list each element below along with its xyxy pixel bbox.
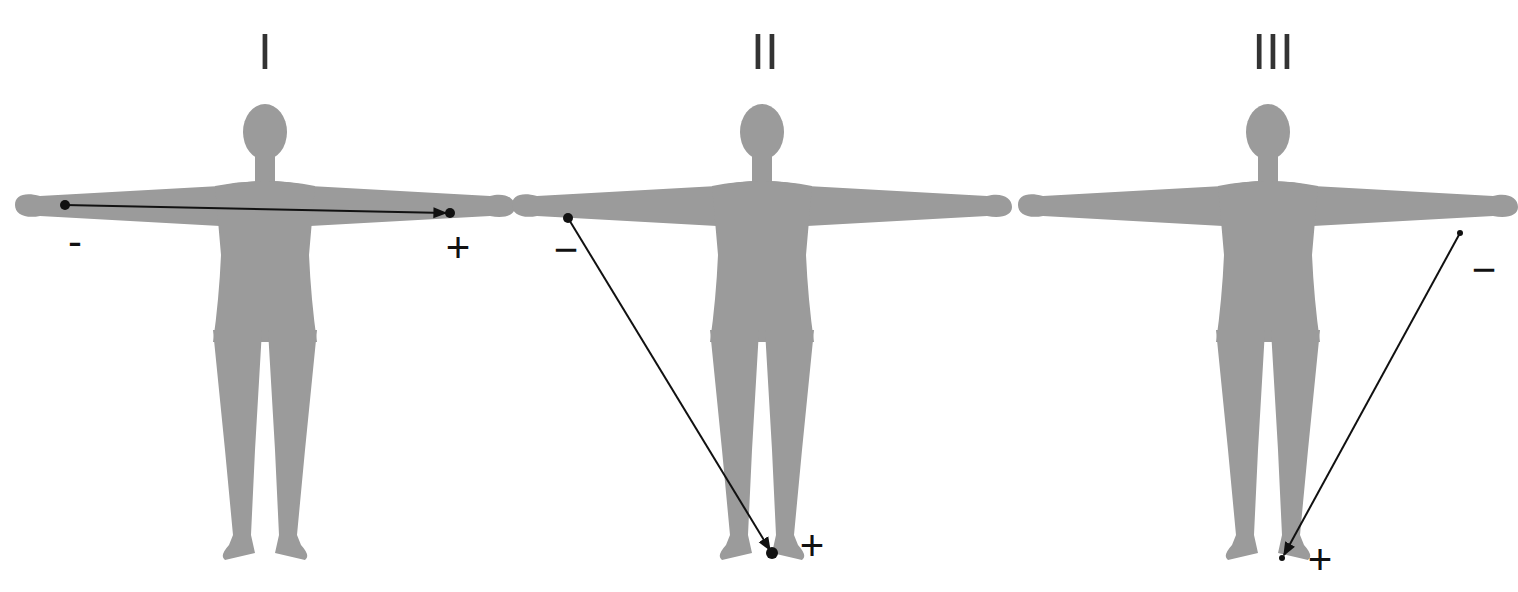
polarity-sign: + [446,227,471,269]
polarity-sign: + [800,525,825,567]
lead-title: III [1252,27,1294,77]
polarity-sign: - [68,221,82,263]
lead-lines [60,200,1463,561]
polarity-sign: − [554,229,579,271]
human-figure [15,104,515,560]
lead-title: II [751,27,779,77]
lead-title: I [258,27,272,77]
polarity-sign: − [1472,249,1497,291]
human-figure [512,104,1012,560]
human-figure [1018,104,1518,560]
polarity-sign: + [1308,539,1333,581]
